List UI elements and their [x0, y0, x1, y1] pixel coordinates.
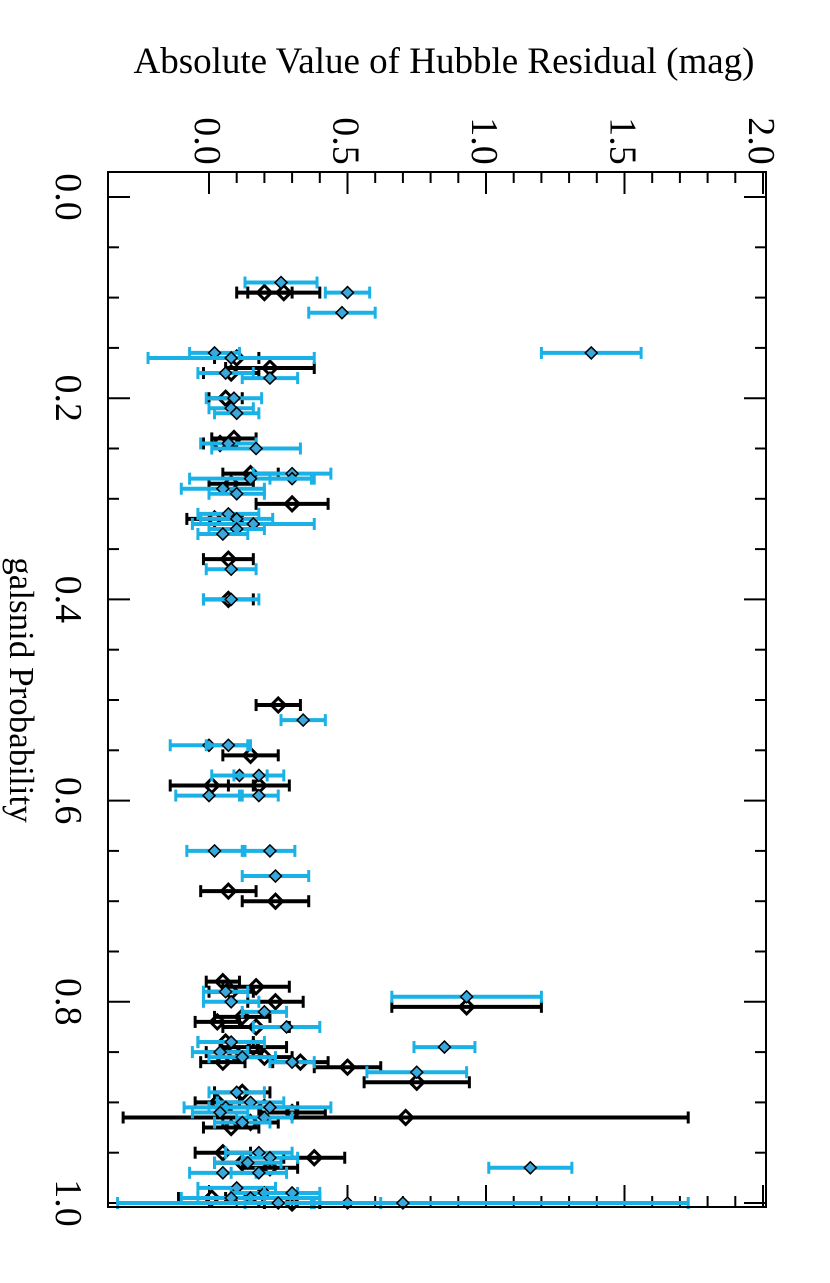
- data-point-black: [240, 892, 311, 911]
- prob-tick-label: 0.2: [47, 374, 89, 422]
- prob-tick-label: 0.4: [47, 576, 89, 624]
- data-point-black: [235, 283, 294, 302]
- data-point-blue: [185, 843, 244, 858]
- prob-tick-label: 1.0: [47, 1179, 89, 1227]
- series-blue: [116, 275, 690, 1211]
- x-axis-title: galsnid Probability: [2, 557, 41, 823]
- data-point-blue: [224, 1145, 294, 1160]
- prob-tick-label: 0.0: [47, 173, 89, 221]
- data-point-black: [221, 746, 280, 765]
- prob-tick-label: 0.6: [47, 777, 89, 825]
- data-point-blue: [196, 1190, 266, 1206]
- data-point-black: [121, 1108, 690, 1127]
- data-point-blue: [268, 1055, 316, 1070]
- data-point-blue: [232, 768, 286, 783]
- data-point-black: [199, 882, 258, 901]
- data-point-blue: [213, 1115, 272, 1130]
- data-point-blue: [390, 989, 543, 1004]
- data-point-black: [201, 550, 255, 569]
- data-point-blue: [201, 994, 261, 1009]
- residual-tick-label: 1.0: [463, 117, 505, 165]
- data-point-blue: [146, 350, 316, 366]
- data-point-blue: [307, 305, 377, 320]
- data-point-blue: [243, 275, 319, 290]
- data-point-blue: [207, 1100, 333, 1115]
- data-point-blue: [323, 285, 372, 300]
- data-point-blue: [240, 371, 300, 386]
- residual-tick-label: 2.0: [740, 117, 782, 165]
- data-point-black: [254, 494, 330, 513]
- data-point-blue: [213, 1155, 283, 1170]
- data-point-blue: [196, 1034, 266, 1050]
- data-point-blue: [174, 788, 244, 803]
- data-point-blue: [188, 471, 313, 486]
- prob-tick-label: 0.8: [47, 978, 89, 1026]
- data-point-blue: [201, 984, 250, 999]
- data-point-blue: [237, 788, 280, 803]
- data-point-blue: [240, 1004, 289, 1019]
- data-point-blue: [213, 406, 261, 421]
- residual-tick-label: 0.5: [325, 117, 367, 165]
- data-point-black: [201, 1118, 261, 1137]
- axis-ticks: [108, 172, 766, 1207]
- data-point-blue: [190, 1105, 250, 1120]
- data-point-blue: [243, 843, 297, 858]
- residual-tick-label: 0.0: [186, 117, 228, 165]
- data-point-blue: [207, 1085, 266, 1100]
- data-point-black: [390, 997, 543, 1016]
- data-point-blue: [229, 1165, 289, 1180]
- data-point-blue: [539, 345, 643, 360]
- data-point-blue: [207, 1050, 277, 1065]
- data-point-blue: [204, 562, 258, 577]
- data-point-blue: [279, 713, 327, 728]
- data-point-black: [254, 695, 302, 715]
- data-point-blue: [240, 868, 311, 884]
- data-point-blue: [196, 526, 250, 542]
- data-point-blue: [207, 486, 266, 501]
- plot-frame: [107, 171, 767, 1208]
- data-point-blue: [204, 738, 253, 753]
- data-point-blue: [412, 1040, 477, 1055]
- tick-labels: 0.0 0.2 0.4 0.6 0.8 1.0 0.0 0.5 1.0 1.5 2.0: [47, 117, 782, 1227]
- data-point-blue: [251, 1019, 322, 1035]
- data-point-blue: [210, 441, 302, 456]
- y-axis-title: Absolute Value of Hubble Residual (mag): [134, 41, 755, 82]
- data-point-blue: [487, 1160, 574, 1175]
- residual-tick-label: 1.5: [602, 117, 644, 165]
- data-point-black: [362, 1073, 471, 1092]
- data-point-black: [226, 776, 291, 795]
- data-point-blue: [240, 1150, 300, 1165]
- data-point-blue: [365, 1065, 469, 1080]
- data-point-blue: [201, 592, 261, 607]
- data-point-blue: [199, 511, 275, 526]
